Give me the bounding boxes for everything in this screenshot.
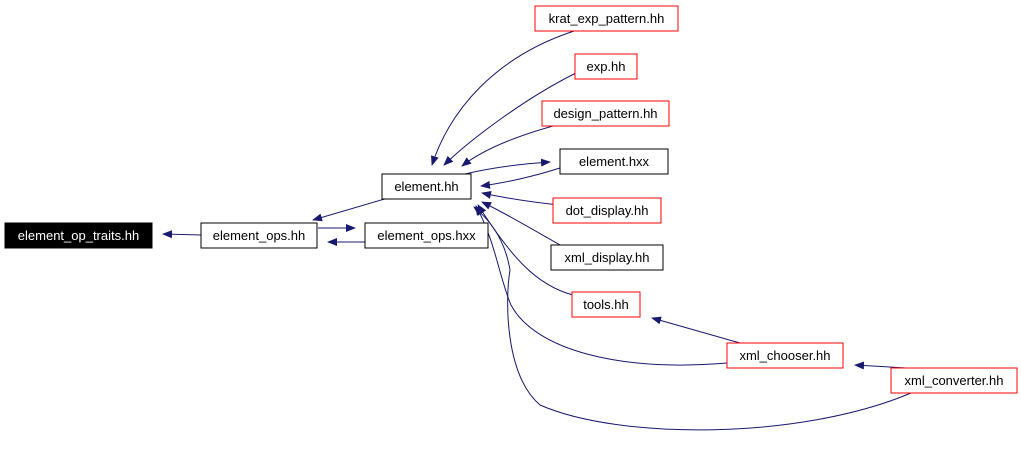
- nodes-layer: element_op_traits.hh element_ops.hh elem…: [4, 5, 1018, 394]
- svg-text:tools.hh: tools.hh: [583, 297, 629, 312]
- svg-text:dot_display.hh: dot_display.hh: [566, 203, 649, 218]
- svg-text:krat_exp_pattern.hh: krat_exp_pattern.hh: [549, 11, 665, 26]
- edge-element-to-element-hxx: [464, 158, 551, 175]
- edge-krat-exp-pattern-to-element: [431, 30, 575, 166]
- svg-text:element.hxx: element.hxx: [579, 154, 650, 169]
- node-element[interactable]: element.hh: [381, 173, 472, 200]
- svg-text:element_ops.hh: element_ops.hh: [213, 228, 306, 243]
- svg-text:element_ops.hxx: element_ops.hxx: [377, 228, 476, 243]
- edge-xml-chooser-to-element: [475, 205, 728, 366]
- node-exp[interactable]: exp.hh: [574, 53, 638, 80]
- node-xml-display[interactable]: xml_display.hh: [550, 244, 664, 271]
- svg-text:element_op_traits.hh: element_op_traits.hh: [18, 228, 139, 243]
- node-tools[interactable]: tools.hh: [571, 291, 641, 318]
- edge-element-ops-to-element-op-traits: [162, 230, 202, 239]
- svg-text:element.hh: element.hh: [394, 179, 458, 194]
- node-design-pattern[interactable]: design_pattern.hh: [541, 100, 670, 127]
- edge-xml-display-to-element: [481, 201, 561, 246]
- node-krat-exp-pattern[interactable]: krat_exp_pattern.hh: [534, 5, 679, 32]
- edge-exp-to-element: [443, 71, 579, 166]
- edge-element-to-element-ops: [312, 197, 389, 222]
- svg-text:xml_converter.hh: xml_converter.hh: [905, 373, 1004, 388]
- edge-dot-display-to-element: [481, 191, 560, 206]
- svg-text:xml_display.hh: xml_display.hh: [564, 250, 649, 265]
- node-element-ops[interactable]: element_ops.hh: [200, 222, 318, 249]
- edge-element-hxx-to-element: [480, 167, 561, 189]
- edges-layer: [162, 30, 912, 431]
- edge-design-pattern-to-element: [461, 125, 554, 167]
- node-element-op-traits[interactable]: element_op_traits.hh: [4, 222, 153, 249]
- svg-text:exp.hh: exp.hh: [586, 59, 625, 74]
- node-dot-display[interactable]: dot_display.hh: [552, 197, 662, 224]
- edge-xml-chooser-to-tools: [651, 316, 741, 344]
- node-xml-chooser[interactable]: xml_chooser.hh: [726, 342, 844, 369]
- node-element-ops-hxx[interactable]: element_ops.hxx: [364, 222, 489, 249]
- node-xml-converter[interactable]: xml_converter.hh: [890, 367, 1018, 394]
- edge-xml-converter-to-element: [473, 206, 912, 431]
- svg-text:design_pattern.hh: design_pattern.hh: [553, 106, 657, 121]
- svg-text:xml_chooser.hh: xml_chooser.hh: [739, 348, 830, 363]
- node-element-hxx[interactable]: element.hxx: [559, 148, 669, 175]
